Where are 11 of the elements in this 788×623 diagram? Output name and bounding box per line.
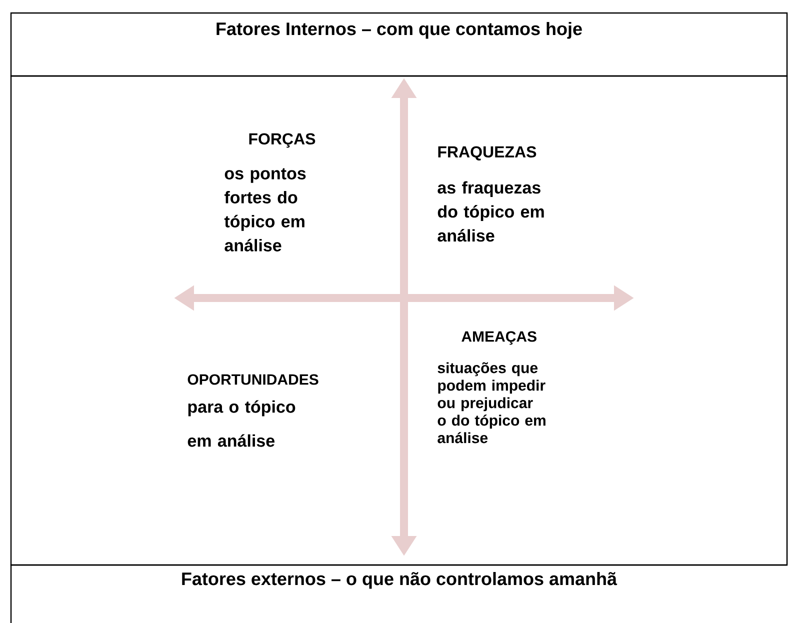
quadrant-heading: FRAQUEZAS: [438, 146, 536, 161]
quadrant-text: as fraquezas do tópico em análise: [438, 181, 544, 242]
band-box: Fatores Internos – com que contamos hoje: [10, 12, 788, 77]
quadrant-text: os pontos fortes do tópico em análise: [224, 168, 306, 252]
quadrant-heading: OPORTUNIDADES: [188, 374, 318, 385]
band-box: Fatores externos – o que não controlamos amanhã: [10, 564, 787, 623]
quadrant-heading: FORÇAS: [249, 133, 316, 148]
quadrant-text: situações que podem impedir ou prejudicar o do tópico em análise: [438, 362, 546, 444]
quadrant-text: para o tópico em análise: [188, 400, 296, 447]
quadrant-heading: AMEAÇAS: [462, 331, 536, 345]
panel-box: [10, 75, 788, 566]
